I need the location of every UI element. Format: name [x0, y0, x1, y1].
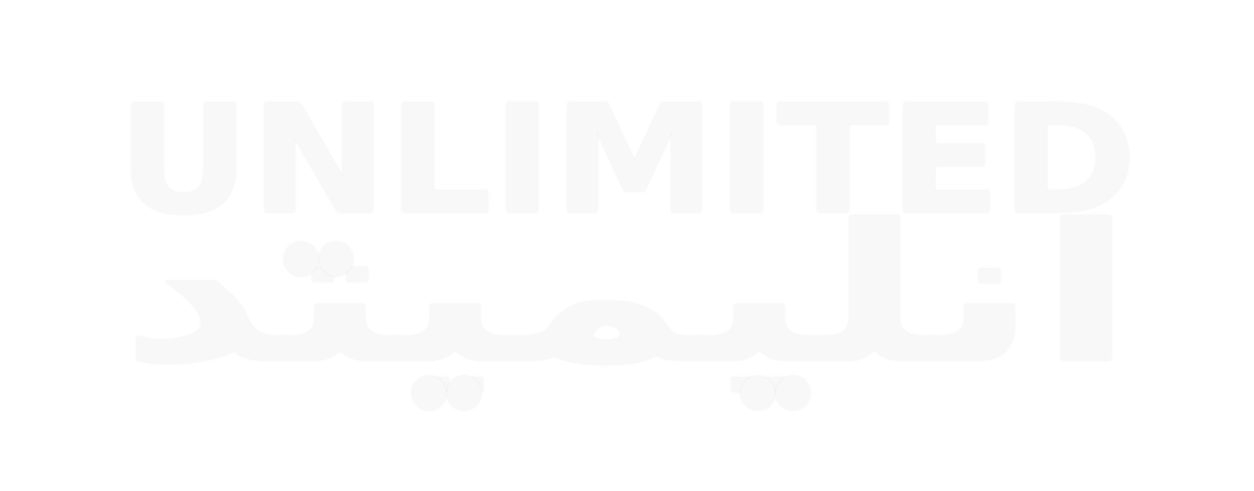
- logo-wordmark-arabic: انليميتد: [120, 184, 1135, 405]
- logo-wordmark-latin: UNLIMITED: [117, 74, 1137, 248]
- dot-top-right: [319, 242, 353, 276]
- dot-bottom-3: [741, 376, 775, 410]
- dot-bottom-2: [447, 376, 481, 410]
- arabic-dots: [284, 242, 810, 410]
- dot-top-left: [284, 242, 318, 276]
- dot-bottom-1: [412, 376, 446, 410]
- dot-bottom-4: [776, 376, 810, 410]
